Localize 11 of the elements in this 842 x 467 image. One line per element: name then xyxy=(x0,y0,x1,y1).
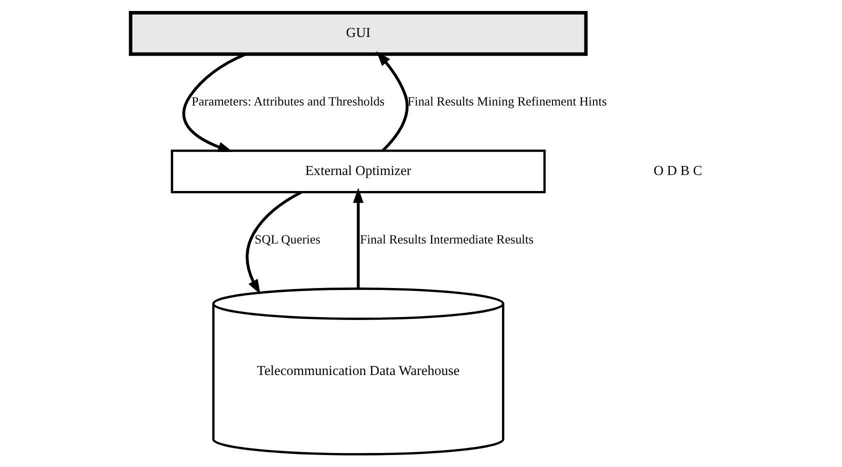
label: O D B C xyxy=(653,162,702,178)
arrow xyxy=(182,52,246,152)
arrow xyxy=(245,191,302,294)
node-box: External Optimizer xyxy=(170,150,546,194)
edge-label: Parameters: Attributes and Thresholds xyxy=(191,94,384,109)
edge-label: Final Results Mining Refinement Hints xyxy=(407,94,606,109)
arrow xyxy=(352,188,363,289)
edge-label: SQL Queries xyxy=(254,232,320,247)
node-box: GUI xyxy=(128,11,588,56)
edge-label: Final Results Intermediate Results xyxy=(360,232,534,247)
arrow xyxy=(376,51,408,152)
